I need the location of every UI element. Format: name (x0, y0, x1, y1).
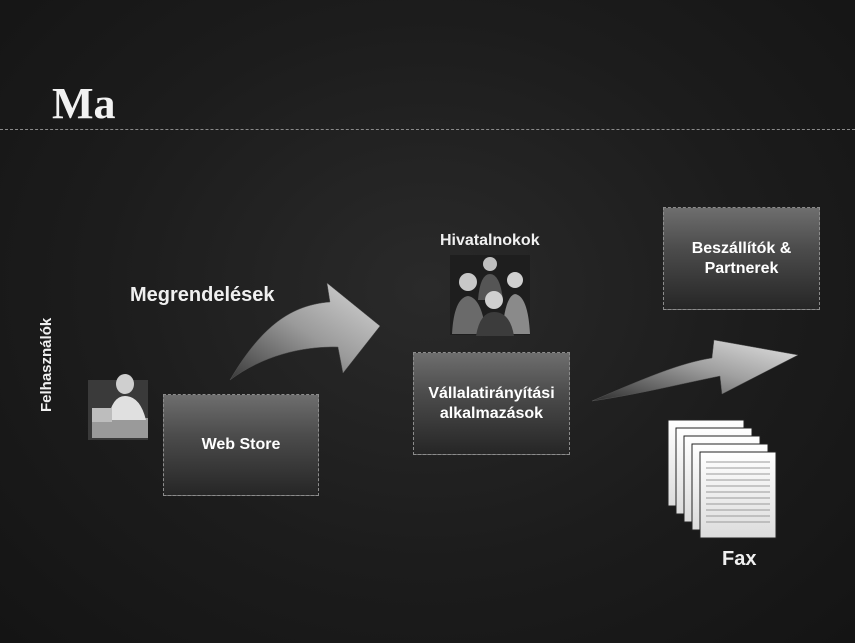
user-at-desk-photo (88, 374, 148, 440)
users-label: Felhasználók (38, 317, 55, 412)
fax-pages-stack (667, 419, 777, 539)
suppliers-arrow (591, 339, 799, 402)
clerks-label: Hivatalnokok (440, 232, 540, 249)
web-store-label: Web Store (201, 436, 281, 453)
erp-label: Vállalatirányítási alkalmazások (428, 384, 555, 422)
orders-label: Megrendelések (130, 284, 275, 306)
web-store-box: Web Store (163, 394, 319, 496)
erp-box: Vállalatirányítási alkalmazások (413, 352, 570, 455)
title-divider (0, 129, 855, 130)
fax-label: Fax (722, 548, 757, 570)
suppliers-label: Beszállítók & Partnerek (691, 239, 792, 277)
orders-arrow (229, 282, 381, 381)
slide-title: Ma (52, 79, 116, 128)
suppliers-box: Beszállítók & Partnerek (663, 207, 820, 310)
clerks-photo (450, 255, 530, 336)
